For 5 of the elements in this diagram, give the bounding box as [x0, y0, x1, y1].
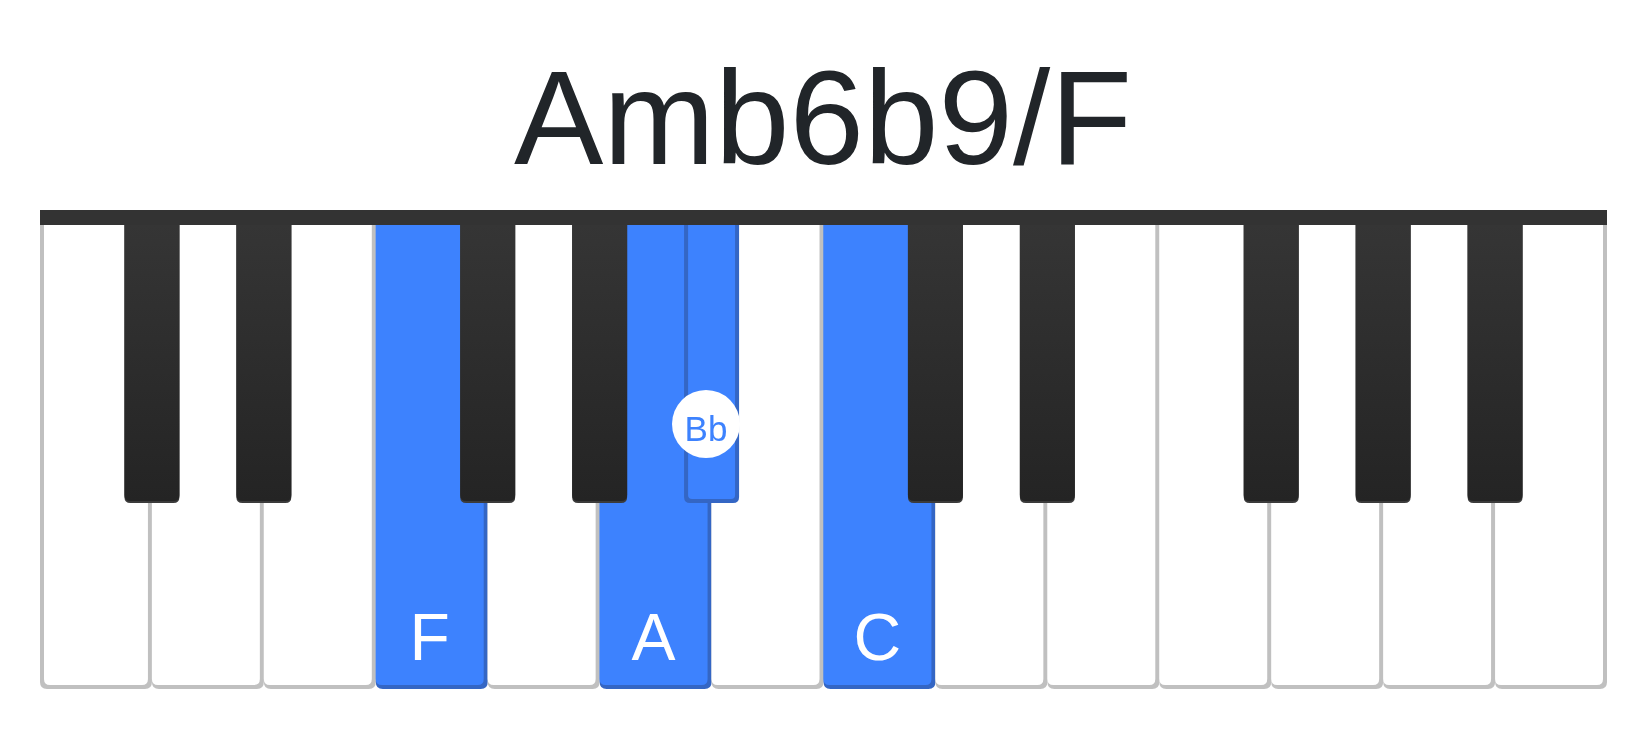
chord-title: Amb6b9/F: [513, 51, 1133, 185]
note-label: C: [853, 604, 902, 670]
note-label: Bb: [684, 410, 728, 446]
note-label: A: [631, 604, 676, 670]
note-label: F: [409, 604, 450, 670]
